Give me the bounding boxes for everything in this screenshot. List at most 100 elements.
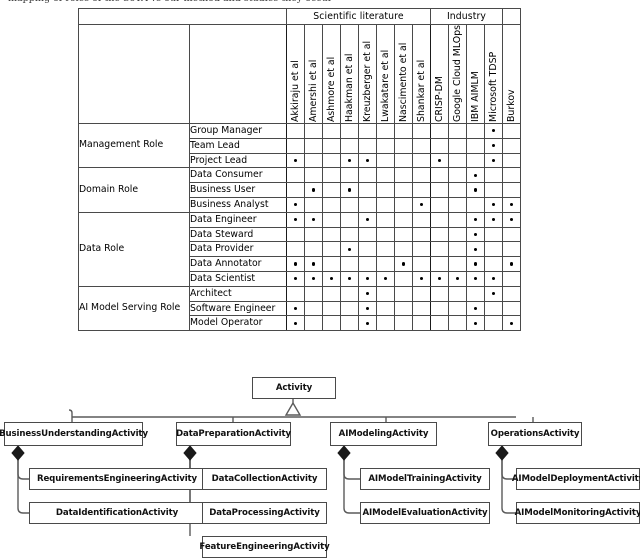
mark-cell: [376, 256, 395, 272]
mark-cell: [394, 196, 413, 213]
uml-node-featureengineeringactivity[interactable]: FeatureEngineeringActivity: [199, 536, 330, 558]
mark-cell: [412, 152, 431, 169]
mark-cell: [502, 226, 521, 243]
mark-cell: [448, 211, 467, 228]
mark-cell: [376, 182, 395, 198]
mark-cell: [286, 152, 305, 169]
composition-diamonds: [11, 445, 509, 461]
mark-cell: [484, 256, 503, 272]
mark-cell: [412, 270, 431, 287]
mark-cell: [286, 285, 305, 302]
presence-dot: [293, 158, 298, 163]
mark-cell: [502, 300, 521, 317]
uml-node-label: AIModelMonitoringActivity: [514, 508, 640, 518]
mark-cell: [394, 152, 413, 169]
column-header-amershi-et-al: Amershi et al: [304, 24, 323, 124]
table-row: Data Steward: [79, 226, 521, 243]
uml-node-businessunderstandingactivity[interactable]: BusinessUnderstandingActivity: [0, 422, 148, 446]
uml-node-label: DataProcessingActivity: [209, 508, 320, 518]
mark-cell: [448, 152, 467, 169]
column-header-label: Haakman et al: [344, 53, 355, 122]
uml-node-aimodelevaluationactivity[interactable]: AIModelEvaluationActivity: [360, 502, 490, 524]
uml-node-aimodeltrainingactivity[interactable]: AIModelTrainingActivity: [360, 468, 490, 490]
uml-node-label: AIModelTrainingActivity: [368, 474, 482, 484]
mark-cell: [322, 285, 341, 302]
mark-cell: [412, 182, 431, 198]
mark-cell: [466, 123, 485, 139]
mark-cell: [394, 285, 413, 302]
column-header-label: Lwakatare et al: [380, 49, 391, 122]
mark-cell: [304, 196, 323, 213]
mark-cell: [358, 123, 377, 139]
role-label: Data Annotator: [189, 256, 287, 272]
presence-dot: [365, 218, 370, 222]
role-label: Data Steward: [189, 226, 287, 243]
presence-dot: [293, 306, 298, 311]
mark-cell: [484, 285, 503, 302]
mark-cell: [322, 256, 341, 272]
mark-cell: [376, 315, 395, 332]
mark-cell: [430, 285, 449, 302]
mark-cell: [412, 167, 431, 184]
uml-node-operationsactivity[interactable]: OperationsActivity: [488, 422, 582, 446]
mark-cell: [376, 137, 395, 154]
column-header-label: CRISP-DM: [434, 76, 445, 122]
mark-cell: [484, 241, 503, 258]
mark-cell: [412, 256, 431, 272]
mark-cell: [340, 196, 359, 213]
mark-cell: [394, 315, 413, 332]
comp-4b: [501, 454, 516, 514]
row-label-header-2: [189, 24, 287, 124]
uml-node-dataprocessingactivity[interactable]: DataProcessingActivity: [202, 502, 327, 524]
uml-node-label: FeatureEngineeringActivity: [199, 542, 330, 552]
mark-cell: [502, 152, 521, 169]
uml-node-dataidentificationactivity[interactable]: DataIdentificationActivity: [29, 502, 205, 524]
presence-dot: [473, 218, 478, 222]
mark-cell: [448, 256, 467, 272]
presence-dot: [509, 321, 514, 325]
mark-cell: [376, 167, 395, 184]
column-header-label: Amershi et al: [308, 59, 319, 122]
mark-cell: [502, 211, 521, 228]
role-label: Data Consumer: [189, 167, 287, 184]
mark-cell: [502, 285, 521, 302]
mark-cell: [484, 137, 503, 154]
mark-cell: [304, 152, 323, 169]
uml-node-aimodelingactivity[interactable]: AIModelingActivity: [330, 422, 437, 446]
mark-cell: [484, 167, 503, 184]
mark-cell: [358, 182, 377, 198]
mark-cell: [376, 152, 395, 169]
mark-cell: [340, 137, 359, 154]
presence-dot: [311, 188, 316, 192]
figure-caption-sliver: mapping of roles of the SoTA vs our meth…: [8, 0, 632, 5]
mark-cell: [376, 211, 395, 228]
mark-cell: [340, 315, 359, 332]
mark-cell: [430, 167, 449, 184]
uml-node-activity[interactable]: Activity: [252, 377, 336, 399]
mark-cell: [304, 167, 323, 184]
uml-node-requirementsengineeringactivity[interactable]: RequirementsEngineeringActivity: [29, 468, 205, 490]
mark-cell: [358, 300, 377, 317]
uml-node-datacollectionactivity[interactable]: DataCollectionActivity: [202, 468, 327, 490]
presence-dot: [401, 262, 406, 266]
mark-cell: [412, 211, 431, 228]
uml-node-label: AIModelingActivity: [338, 429, 429, 439]
uml-node-aimodeldeploymentactivity[interactable]: AIModelDeploymentActivity: [512, 468, 640, 490]
role-label: Model Operator: [189, 315, 287, 332]
mark-cell: [430, 137, 449, 154]
mark-cell: [358, 211, 377, 228]
mark-cell: [502, 123, 521, 139]
uml-node-datapreparationactivity[interactable]: DataPreparationActivity: [176, 422, 291, 446]
mark-cell: [484, 196, 503, 213]
mark-cell: [340, 182, 359, 198]
mark-cell: [466, 285, 485, 302]
column-header-akkiraju-et-al: Akkiraju et al: [286, 24, 305, 124]
uml-node-aimodelmonitoringactivity[interactable]: AIModelMonitoringActivity: [514, 502, 640, 524]
role-label: Software Engineer: [189, 300, 287, 317]
mark-cell: [430, 182, 449, 198]
presence-dot: [365, 306, 370, 311]
